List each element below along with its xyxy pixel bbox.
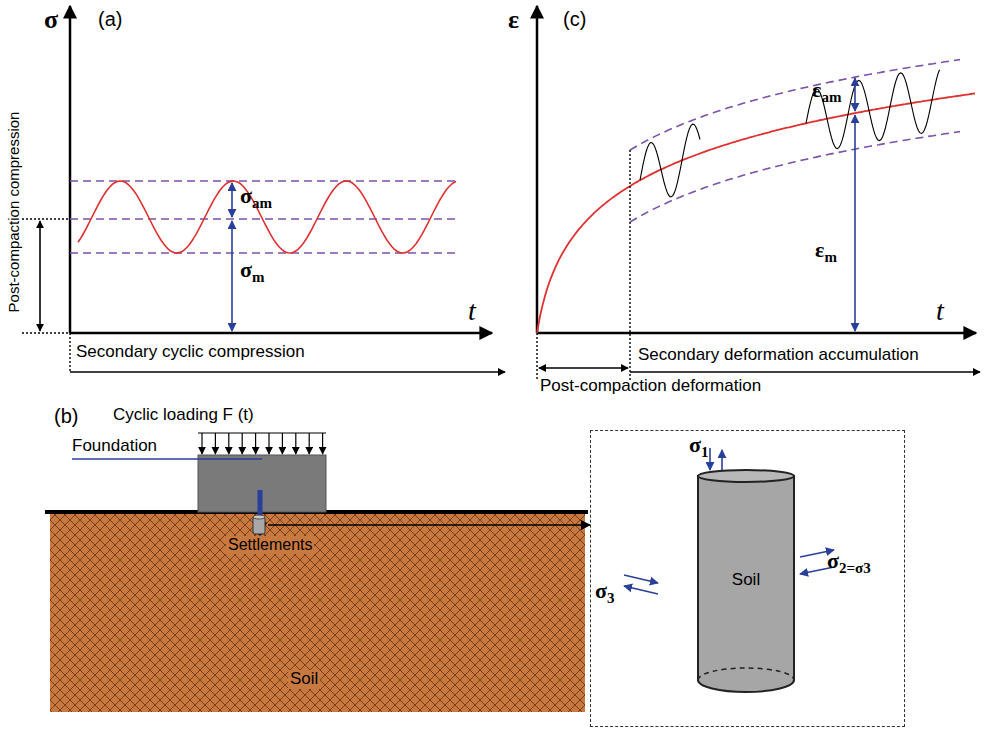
axis-title: Post-compaction compression	[6, 112, 23, 313]
stress-label: σ2=σ3	[827, 549, 871, 577]
soil-region: Soil	[50, 512, 585, 712]
load-label: Cyclic loading F (t)	[113, 406, 254, 425]
soil-element-inset: σ1 σ3 σ2=σ3Soil	[590, 430, 905, 727]
phase-label: Post-compaction deformation	[540, 377, 761, 396]
foundation-illustration	[45, 433, 834, 712]
stress-label: σ1	[689, 433, 708, 461]
axis-symbol: σ	[44, 6, 58, 35]
amplitude-label: εam	[812, 78, 841, 106]
time-axis-label: t	[468, 296, 476, 327]
soil-label: Soil	[732, 571, 760, 590]
part-label: Foundation	[72, 437, 157, 456]
axis-symbol: ε	[508, 6, 519, 35]
panel-label: (b)	[54, 405, 78, 427]
mean-label: εm	[815, 238, 837, 266]
amplitude-label: σam	[240, 184, 272, 212]
mean-label: σm	[240, 258, 264, 286]
panel-label: (c)	[563, 8, 586, 30]
connector-arrow	[268, 524, 590, 525]
soil-label: Soil	[288, 670, 320, 689]
panel-label: (a)	[98, 8, 122, 30]
phase-label: Secondary deformation accumulation	[638, 346, 919, 365]
settlement-label: Settlements	[226, 536, 314, 554]
phase-label: Secondary cyclic compression	[76, 343, 305, 362]
stress-plot	[22, 6, 505, 372]
soil-cylinder: Soil	[696, 466, 796, 694]
stress-label: σ3	[595, 579, 614, 607]
time-axis-label: t	[936, 296, 944, 327]
strain-plot	[537, 6, 980, 380]
